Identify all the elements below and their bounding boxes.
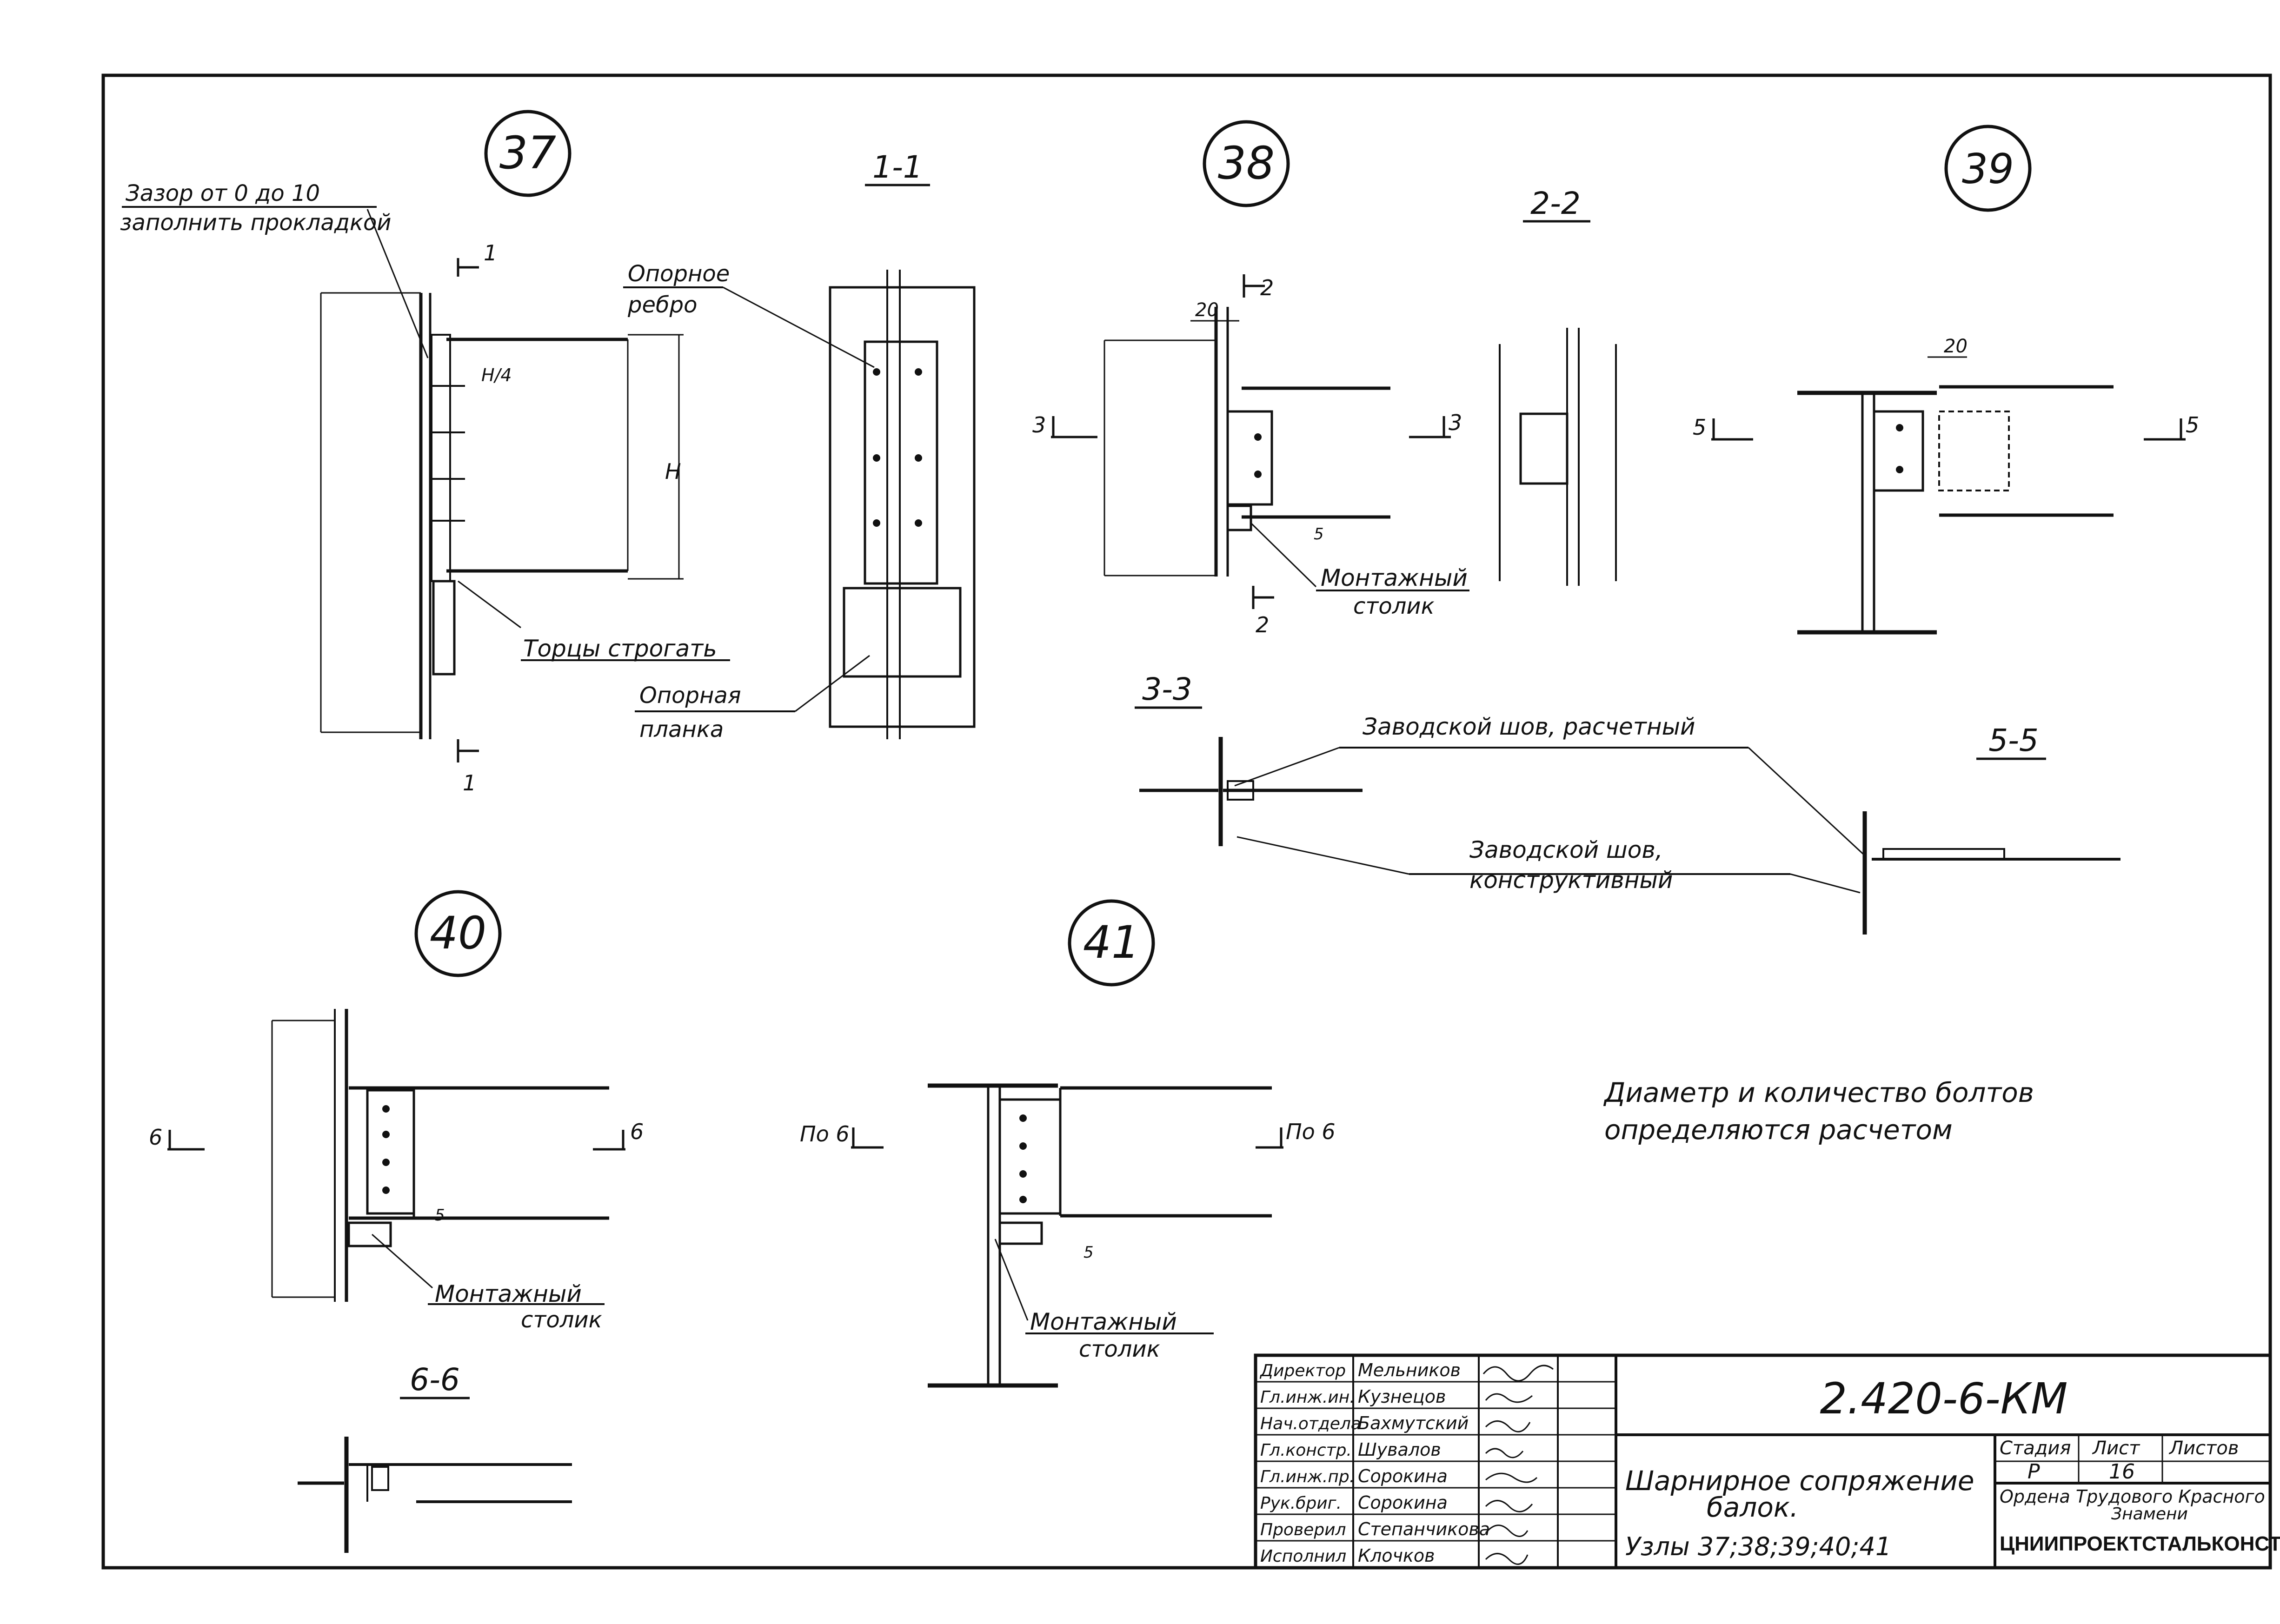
- tb-role-5: Рук.бриг.: [1260, 1494, 1342, 1513]
- tb-name-7: Клочков: [1358, 1545, 1435, 1566]
- node-39-number: 39: [1962, 145, 2014, 193]
- bolt-markers-1-1: [873, 368, 922, 527]
- node-39: 39 20 5 5: [1693, 125, 2199, 635]
- tb-name-0: Мельников: [1358, 1360, 1461, 1380]
- cut-po6-left: По 6: [800, 1121, 850, 1147]
- tb-role-4: Гл.инж.пр.: [1260, 1467, 1355, 1486]
- node-37: 37 Зазор от 0 до 10 заполнить прокладкой…: [120, 110, 730, 795]
- dim-5-38: 5: [1314, 525, 1324, 544]
- tb-title-1: Шарнирное сопряжение: [1625, 1465, 1974, 1497]
- tb-nodes-line: Узлы 37;38;39;40;41: [1625, 1532, 1891, 1561]
- tb-code: 2.420-6-КМ: [1820, 1374, 2068, 1424]
- cut-1-top: 1: [484, 240, 497, 265]
- tb-name-2: Бахмутский: [1358, 1413, 1469, 1433]
- cut-6-right: 6: [630, 1119, 644, 1144]
- node-38-circle: [1203, 120, 1290, 207]
- note-erection-seat-38-1: Монтажный: [1321, 564, 1468, 591]
- tb-role-7: Исполнил: [1260, 1547, 1346, 1566]
- tb-org-1: Ордена Трудового Красного: [2000, 1486, 2265, 1507]
- section-2-2: 2-2: [1499, 186, 1617, 586]
- tb-role-1: Гл.инж.ин.: [1260, 1388, 1355, 1407]
- dim-5-40: 5: [435, 1206, 445, 1225]
- node-41: 41 5 По 6 По 6 Монтажный столик: [800, 899, 1336, 1388]
- tb-name-3: Шувалов: [1358, 1439, 1441, 1460]
- tb-sheet-header: Лист: [2092, 1438, 2140, 1459]
- tb-sheet: 16: [2109, 1460, 2135, 1484]
- title-block: Директор Мельников Гл.инж.ин. Кузнецов Н…: [1254, 1353, 2280, 1570]
- note-support-rib-2: ребро: [627, 292, 697, 318]
- note-erection-seat-41-1: Монтажный: [1030, 1308, 1177, 1335]
- note-support-plate-1: Опорная: [639, 683, 741, 709]
- note-gap-2: заполнить прокладкой: [120, 210, 392, 236]
- node-39-circle: [1944, 125, 2032, 212]
- tb-role-3: Гл.констр.: [1260, 1441, 1352, 1460]
- cut-5-left: 5: [1693, 415, 1706, 440]
- tb-role-6: Проверил: [1260, 1520, 1346, 1539]
- tb-stage-header: Стадия: [2000, 1438, 2071, 1459]
- cut-5-right: 5: [2186, 412, 2199, 437]
- tb-org-3: ЦНИИПРОЕКТСТАЛЬКОНСТРУКЦИЯ: [2000, 1532, 2280, 1555]
- tb-org-2: Знамени: [2111, 1505, 2188, 1524]
- cut-6-left: 6: [149, 1125, 162, 1150]
- tb-name-5: Сорокина: [1358, 1492, 1448, 1513]
- node-41-number: 41: [1083, 916, 1140, 968]
- node-40: 40 5 6 6 Монтажный столик: [149, 890, 644, 1333]
- bolt-note-line-2: определяются расчетом: [1604, 1114, 1953, 1146]
- tb-role-0: Директор: [1259, 1361, 1346, 1380]
- cut-2-top: 2: [1260, 275, 1274, 300]
- weld-constructive-label-1: Заводской шов,: [1469, 836, 1663, 863]
- dim-h4-37: H/4: [481, 365, 512, 385]
- section-1-1-title: 1-1: [872, 149, 923, 185]
- section-2-2-title: 2-2: [1530, 186, 1581, 221]
- dim-5-41: 5: [1083, 1243, 1094, 1262]
- tb-title-2: балок.: [1707, 1491, 1798, 1523]
- node-37-number: 37: [499, 127, 556, 179]
- note-support-rib-1: Опорное: [628, 261, 730, 287]
- weld-design-label: Заводской шов, расчетный: [1363, 713, 1695, 740]
- note-erection-seat-38-2: столик: [1353, 593, 1435, 619]
- cut-3-left: 3: [1032, 412, 1046, 437]
- cut-1-bottom: 1: [463, 770, 476, 795]
- bolt-markers-41: [1019, 1114, 1027, 1203]
- note-gap-1: Зазор от 0 до 10: [126, 180, 320, 206]
- signatures: [1482, 1365, 1554, 1565]
- section-5-5-title: 5-5: [1988, 723, 2039, 758]
- node-37-circle: [484, 110, 572, 197]
- cut-po6-right: По 6: [1286, 1119, 1336, 1144]
- section-3-3-title: 3-3: [1142, 671, 1192, 707]
- tb-name-4: Сорокина: [1358, 1466, 1448, 1486]
- node-41-circle: [1068, 899, 1155, 987]
- section-5-5: 5-5: [1862, 723, 2120, 935]
- section-1-1: 1-1 Опорное ребро Опорная планка: [623, 149, 976, 742]
- note-erection-seat-40-1: Монтажный: [435, 1280, 582, 1307]
- note-erection-seat-40-2: столик: [521, 1307, 602, 1333]
- weld-constructive-label-2: конструктивный: [1469, 867, 1673, 894]
- node-38-number: 38: [1218, 137, 1275, 189]
- tb-name-6: Степанчикова: [1358, 1519, 1490, 1539]
- dim-20-39: 20: [1944, 336, 1968, 357]
- section-6-6-title: 6-6: [410, 1362, 460, 1398]
- tb-name-1: Кузнецов: [1358, 1386, 1446, 1407]
- bolt-markers-40: [382, 1105, 390, 1194]
- note-faces: Торцы строгать: [523, 635, 717, 662]
- tb-sheets-header: Листов: [2168, 1438, 2239, 1459]
- node-40-circle: [414, 890, 502, 977]
- section-3-3: 3-3: [1135, 671, 1363, 846]
- cut-3-right: 3: [1449, 410, 1462, 435]
- sheet-frame: [101, 73, 2272, 1570]
- bolt-note-line-1: Диаметр и количество болтов: [1603, 1077, 2034, 1108]
- section-6-6: 6-6: [298, 1362, 572, 1553]
- dim-20-38: 20: [1195, 299, 1219, 321]
- node-38: 38 20 5 2 2 3 3 Монтажный столик: [1032, 120, 1469, 637]
- dim-h-37: H: [665, 459, 681, 484]
- tb-stage: Р: [2027, 1460, 2040, 1484]
- tb-role-2: Нач.отдела: [1260, 1414, 1361, 1433]
- cut-2-bottom: 2: [1256, 612, 1269, 637]
- note-erection-seat-41-2: столик: [1079, 1336, 1160, 1362]
- note-support-plate-2: планка: [639, 716, 724, 742]
- node-40-number: 40: [430, 907, 486, 959]
